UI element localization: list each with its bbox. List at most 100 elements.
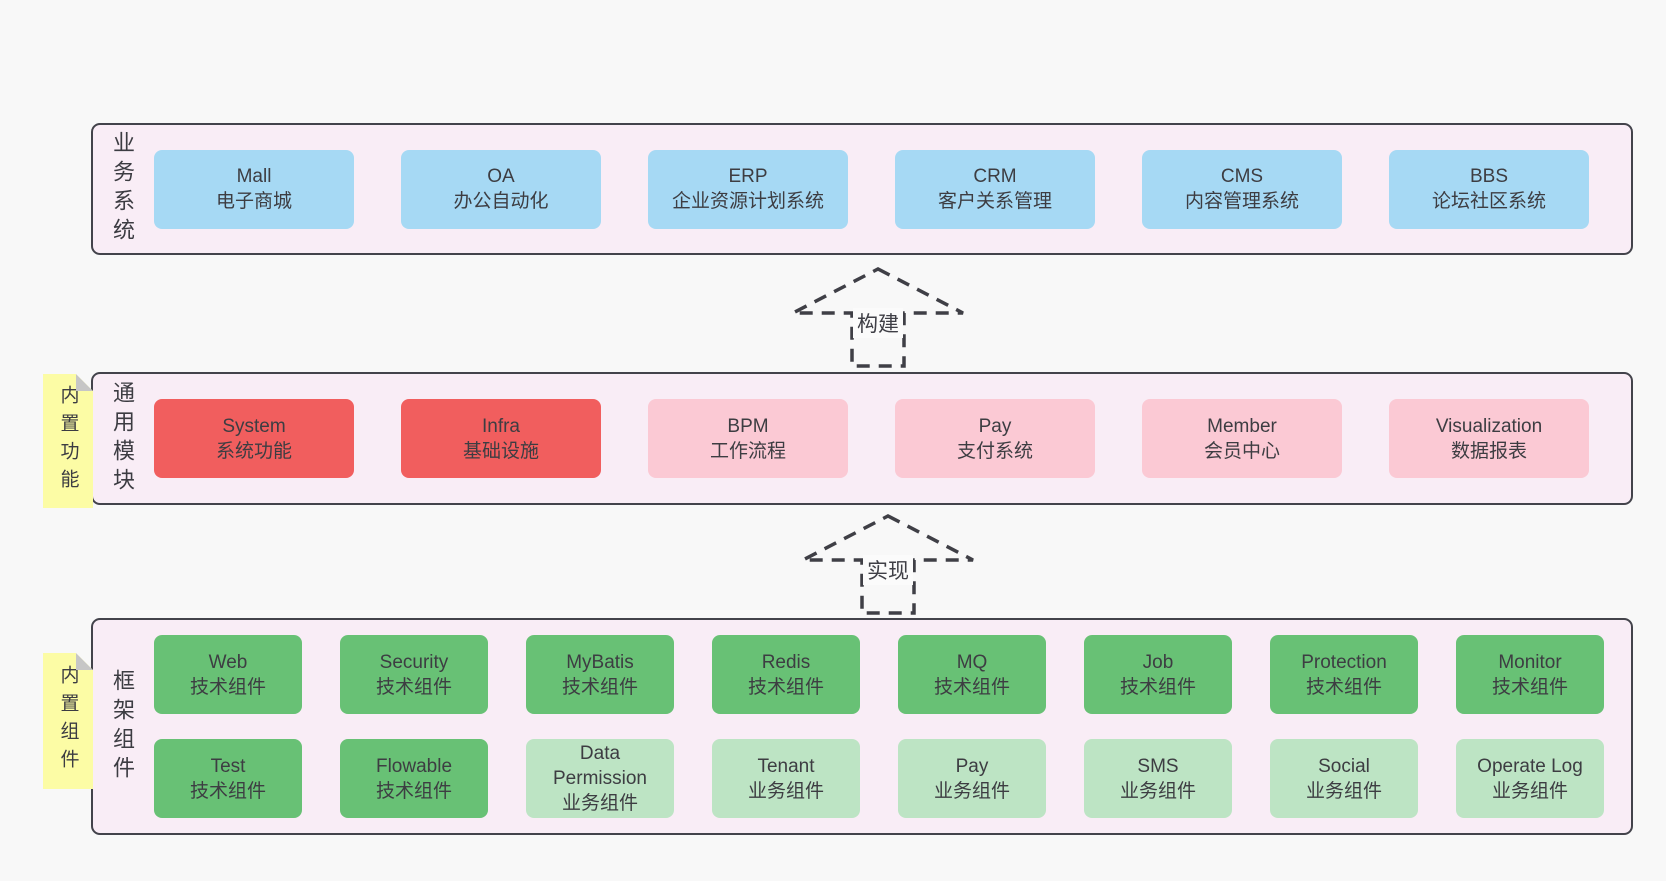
arrow-implement: 实现 bbox=[793, 513, 983, 617]
sticky-note-text: 内置组件 bbox=[57, 665, 79, 777]
sticky-note-text: 内置功能 bbox=[57, 385, 79, 497]
box-social: Social 业务组件 bbox=[1270, 739, 1418, 818]
box-crm: CRM 客户关系管理 bbox=[895, 149, 1095, 229]
box-name-en: SMS bbox=[1137, 755, 1179, 777]
box-name-en: Protection bbox=[1301, 651, 1387, 673]
box-infra: Infra 基础设施 bbox=[401, 399, 601, 478]
box-name-zh: 业务组件 bbox=[1119, 780, 1196, 802]
box-name-zh: 业务组件 bbox=[561, 793, 638, 814]
box-data-permission: Data Permission 业务组件 bbox=[526, 739, 674, 818]
box-web: Web 技术组件 bbox=[154, 635, 302, 714]
box-security: Security 技术组件 bbox=[340, 635, 488, 714]
box-name-en: OA bbox=[487, 166, 515, 187]
box-name-zh: 技术组件 bbox=[561, 676, 638, 698]
box-operate-log: Operate Log 业务组件 bbox=[1456, 739, 1604, 818]
box-bpm: BPM 工作流程 bbox=[648, 399, 848, 478]
layer-label-business-systems: 业务系统 bbox=[110, 131, 135, 247]
box-name-zh: 技术组件 bbox=[747, 676, 824, 698]
box-name-en: Social bbox=[1318, 755, 1370, 777]
box-name-zh: 技术组件 bbox=[189, 676, 266, 698]
box-name-zh: 工作流程 bbox=[709, 440, 786, 462]
box-job: Job 技术组件 bbox=[1084, 635, 1232, 714]
box-name-en: Flowable bbox=[375, 755, 453, 777]
box-name-zh: 数据报表 bbox=[1450, 440, 1527, 462]
box-mybatis: MyBatis 技术组件 bbox=[526, 635, 674, 714]
box-name-en: Tenant bbox=[757, 755, 815, 777]
box-oa: OA 办公自动化 bbox=[401, 149, 601, 229]
box-name-en: MyBatis bbox=[566, 651, 634, 673]
box-name-zh: 系统功能 bbox=[215, 440, 292, 462]
box-name-en: Member bbox=[1207, 415, 1277, 437]
arrow-label: 实现 bbox=[863, 555, 913, 585]
box-name-zh: 论坛社区系统 bbox=[1431, 191, 1546, 212]
box-test: Test 技术组件 bbox=[154, 739, 302, 818]
box-name-en: Redis bbox=[761, 651, 811, 673]
box-name-zh: 技术组件 bbox=[189, 780, 266, 802]
block-arrow-up-icon bbox=[792, 267, 964, 368]
box-tenant: Tenant 业务组件 bbox=[712, 739, 860, 818]
box-name-en: Security bbox=[379, 651, 449, 673]
box-name-en: CRM bbox=[973, 166, 1017, 187]
box-name-en: Pay bbox=[955, 755, 989, 777]
box-name-zh: 企业资源计划系统 bbox=[671, 191, 824, 212]
box-name-zh: 办公自动化 bbox=[453, 191, 549, 212]
box-name-en: BBS bbox=[1469, 166, 1509, 187]
box-name-en: Job bbox=[1142, 651, 1174, 673]
box-bbs: BBS 论坛社区系统 bbox=[1389, 149, 1589, 229]
box-name-en: Visualization bbox=[1435, 415, 1543, 437]
box-name-zh: 业务组件 bbox=[747, 780, 824, 802]
box-name-en: Monitor bbox=[1498, 651, 1562, 673]
box-redis: Redis 技术组件 bbox=[712, 635, 860, 714]
box-name-zh: 会员中心 bbox=[1203, 440, 1280, 462]
box-name-zh: 基础设施 bbox=[462, 440, 539, 462]
box-name-zh: 业务组件 bbox=[1305, 780, 1382, 802]
box-name-zh: 客户关系管理 bbox=[937, 191, 1052, 212]
box-name-en: System bbox=[222, 415, 286, 437]
box-erp: ERP 企业资源计划系统 bbox=[648, 149, 848, 229]
box-name-zh: 技术组件 bbox=[1305, 676, 1382, 698]
box-member: Member 会员中心 bbox=[1142, 399, 1342, 478]
box-name-en: Web bbox=[208, 651, 248, 673]
box-pay: Pay 业务组件 bbox=[898, 739, 1046, 818]
sticky-note-builtin-features: 内置功能 bbox=[43, 374, 93, 508]
layer-label-framework-components: 框架组件 bbox=[110, 668, 135, 785]
box-name-en: Test bbox=[210, 755, 246, 777]
box-name-en: CMS bbox=[1220, 166, 1264, 187]
box-name-zh: 电子商城 bbox=[215, 191, 292, 212]
box-name-en: ERP bbox=[728, 166, 768, 187]
box-name-en: Operate Log bbox=[1477, 755, 1583, 777]
box-name-en: Data Permission bbox=[553, 743, 647, 789]
box-name-zh: 业务组件 bbox=[933, 780, 1010, 802]
layer-label-common-modules: 通用模块 bbox=[110, 380, 135, 497]
box-name-en: Infra bbox=[481, 415, 521, 437]
box-name-zh: 技术组件 bbox=[375, 676, 452, 698]
box-sms: SMS 业务组件 bbox=[1084, 739, 1232, 818]
arrow-build: 构建 bbox=[783, 266, 973, 370]
box-name-en: BPM bbox=[727, 415, 769, 437]
sticky-note-builtin-components: 内置组件 bbox=[43, 653, 93, 789]
box-visualization: Visualization 数据报表 bbox=[1389, 399, 1589, 478]
box-name-en: MQ bbox=[956, 651, 988, 673]
box-name-zh: 业务组件 bbox=[1491, 780, 1568, 802]
box-name-zh: 技术组件 bbox=[1119, 676, 1196, 698]
block-arrow-up-icon bbox=[802, 514, 974, 615]
box-name-zh: 内容管理系统 bbox=[1184, 191, 1299, 212]
box-system: System 系统功能 bbox=[154, 399, 354, 478]
arrow-label: 构建 bbox=[853, 308, 903, 338]
box-name-en: Pay bbox=[978, 415, 1012, 437]
